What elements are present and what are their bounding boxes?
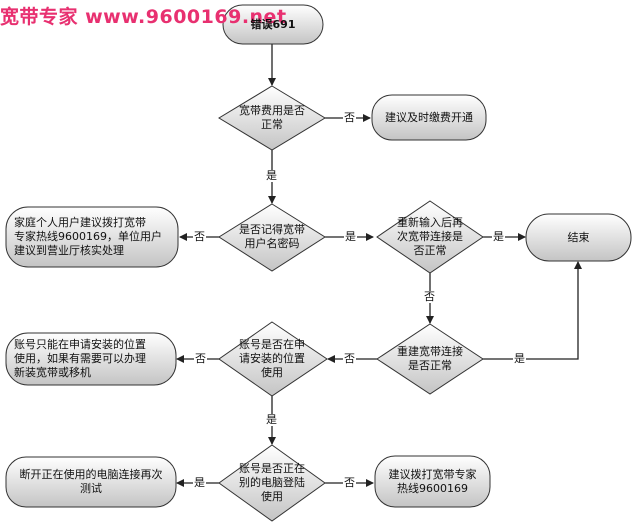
- decision-location-label: 账号是否在申 请安装的位置 使用: [239, 338, 305, 379]
- end-label: 结束: [567, 230, 590, 244]
- edge-label-other-yes: 是: [193, 476, 206, 489]
- decision-fee-label: 宽带费用是否 正常: [239, 104, 305, 131]
- decision-password-label: 是否记得宽带 用户名密码: [239, 223, 305, 250]
- decision-password: [218, 203, 326, 272]
- edge-label-rebuild-yes: 是: [513, 352, 526, 365]
- advice-disconnect-box: [5, 456, 177, 508]
- advice-call-box: [374, 455, 491, 508]
- start-terminator: [222, 4, 324, 45]
- edge-label-loc-yes: 是: [265, 413, 278, 426]
- decision-reenter: [376, 200, 484, 274]
- edge-label-reenter-yes: 是: [492, 230, 505, 243]
- start-label: 错误691: [250, 17, 296, 31]
- advice-call-label: 建议拨打宽带专家 热线9600169: [388, 467, 477, 495]
- edge-label-fee-no: 否: [343, 111, 356, 124]
- decision-fee: [218, 85, 326, 151]
- decision-otherpc-label: 账号是否正在 别的电脑登陆 使用: [239, 462, 305, 503]
- edge-label-pwd-no: 否: [193, 230, 206, 243]
- edge-label-reenter-no: 否: [423, 290, 436, 303]
- edge-label-other-no: 否: [343, 476, 356, 489]
- decision-reenter-label: 重新输入后再 次宽带连接是 否正常: [397, 216, 463, 257]
- edge-label-pwd-yes: 是: [344, 230, 357, 243]
- advice-pay-box: [371, 94, 487, 141]
- edge-rebuild-end: [483, 261, 582, 360]
- advice-hotline-box: [5, 206, 179, 268]
- end-terminator: [525, 213, 632, 262]
- watermark-text: 宽带专家 www.9600169.net: [0, 6, 287, 28]
- decision-location: [218, 321, 328, 397]
- edge-label-fee-yes: 是: [265, 169, 278, 182]
- decision-rebuild-label: 重建宽带连接 是否正常: [397, 345, 463, 372]
- decision-otherpc: [218, 444, 326, 522]
- decision-rebuild: [376, 323, 484, 395]
- advice-disconnect-label: 断开正在使用的电脑连接再次 测试: [19, 468, 163, 495]
- advice-relocate-label: 账号只能在申请安装的位置 使用，如果有需要可以办理 新装宽带或移机: [14, 338, 146, 379]
- edge-label-loc-no: 否: [194, 352, 207, 365]
- edge-label-rebuild-no: 否: [343, 352, 356, 365]
- advice-pay-label: 建议及时缴费开通: [385, 110, 473, 124]
- advice-relocate-box: [5, 332, 177, 386]
- advice-hotline-label: 家庭个人用户建议拨打宽带 专家热线9600169，单位用户 建议到营业厅核实处理: [14, 216, 162, 257]
